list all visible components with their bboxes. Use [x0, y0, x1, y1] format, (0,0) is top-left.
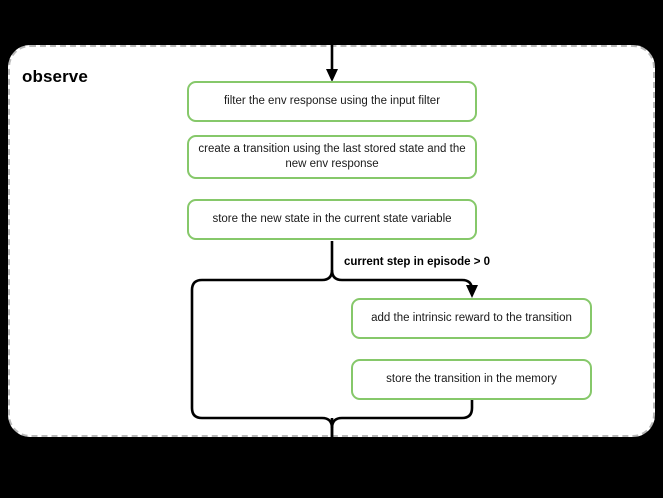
node-add-intrinsic-reward[interactable]: add the intrinsic reward to the transiti… — [351, 298, 592, 339]
node-label: add the intrinsic reward to the transiti… — [371, 312, 572, 325]
edge-label-branch-condition: current step in episode > 0 — [344, 256, 491, 268]
node-filter-env-response[interactable]: filter the env response using the input … — [187, 81, 477, 122]
group-title-observe: observe — [22, 67, 88, 86]
node-label: store the new state in the current state… — [212, 213, 452, 226]
node-store-new-state[interactable]: store the new state in the current state… — [187, 199, 477, 240]
node-store-transition-memory[interactable]: store the transition in the memory — [351, 359, 592, 400]
node-label: create a transition using the last store… — [198, 143, 466, 170]
node-create-transition[interactable]: create a transition using the last store… — [187, 135, 477, 179]
node-label: filter the env response using the input … — [223, 95, 441, 108]
node-label: store the transition in the memory — [386, 373, 557, 386]
